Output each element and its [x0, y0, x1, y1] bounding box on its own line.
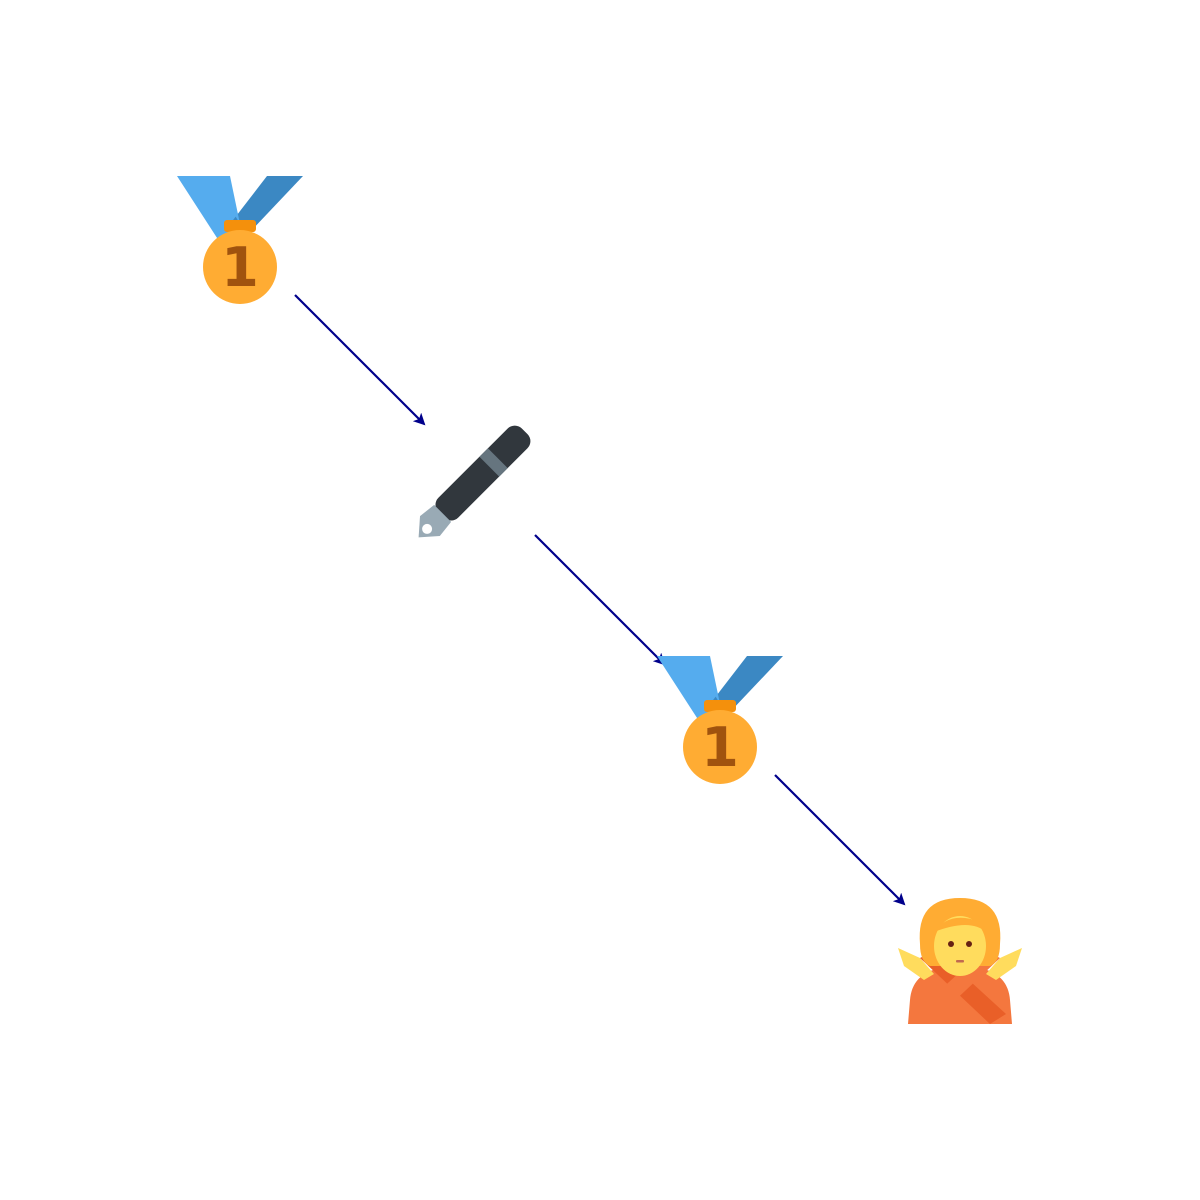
edge-medal-1-to-pen [294, 294, 426, 426]
medal-digit: 1 [221, 236, 259, 299]
person-gesturing-no-icon [898, 898, 1022, 1024]
edge-medal-2-to-person [774, 774, 906, 906]
first-place-medal-icon: 1 [177, 176, 303, 304]
edge-pen-to-medal-2 [534, 534, 666, 666]
fountain-pen-icon [418, 425, 531, 538]
first-place-medal-icon: 1 [657, 656, 783, 784]
medal-digit: 1 [701, 716, 739, 779]
